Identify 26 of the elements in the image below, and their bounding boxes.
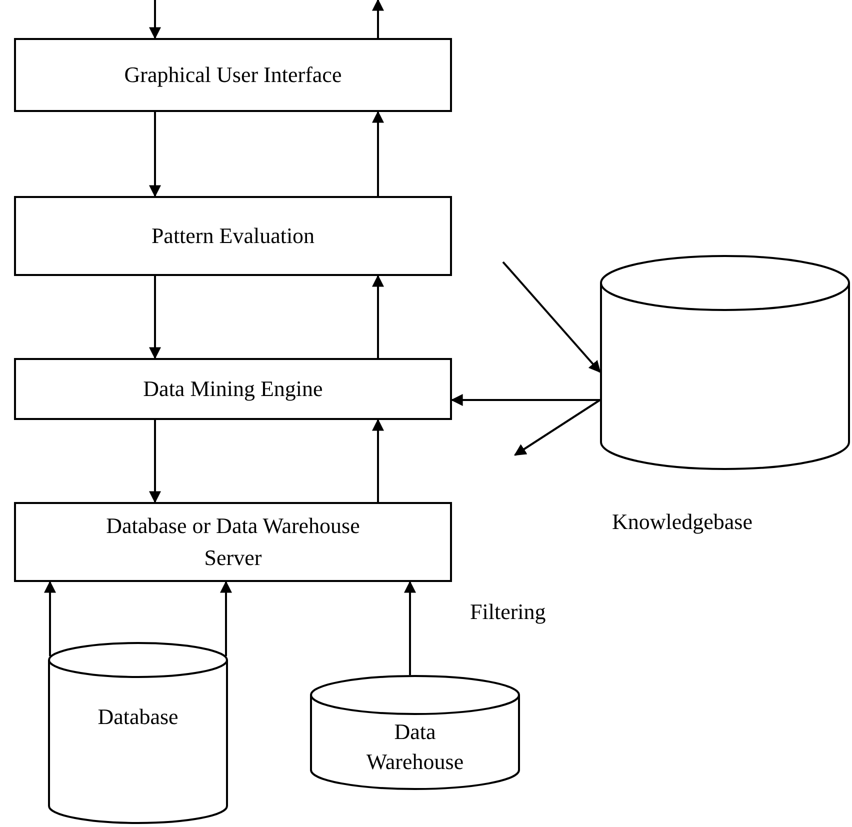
arrow (450, 394, 600, 406)
node-label: Data Mining Engine (143, 375, 323, 403)
arrow (372, 110, 384, 196)
node-label: Graphical User Interface (124, 61, 342, 89)
process-box (14, 38, 452, 112)
note-label: Filtering (470, 598, 546, 626)
arrow (44, 580, 56, 656)
node-label: Database (98, 703, 178, 731)
arrow (502, 261, 601, 373)
node-label: Data Warehouse (365, 718, 465, 776)
node-label: Database or Data Warehouse Server (105, 512, 361, 572)
arrow (149, 0, 161, 40)
arrow (372, 274, 384, 358)
node-label: Pattern Evaluation (151, 222, 315, 250)
arrow (220, 580, 232, 656)
arrow (372, 0, 384, 38)
process-box (14, 502, 452, 582)
node-caption: Knowledgebase (612, 508, 753, 536)
arrow (149, 112, 161, 198)
arrow (149, 420, 161, 504)
process-box (14, 358, 452, 420)
arrow (514, 399, 601, 456)
arrow (404, 580, 416, 676)
arrow (149, 276, 161, 360)
process-box (14, 196, 452, 276)
arrow (372, 418, 384, 502)
